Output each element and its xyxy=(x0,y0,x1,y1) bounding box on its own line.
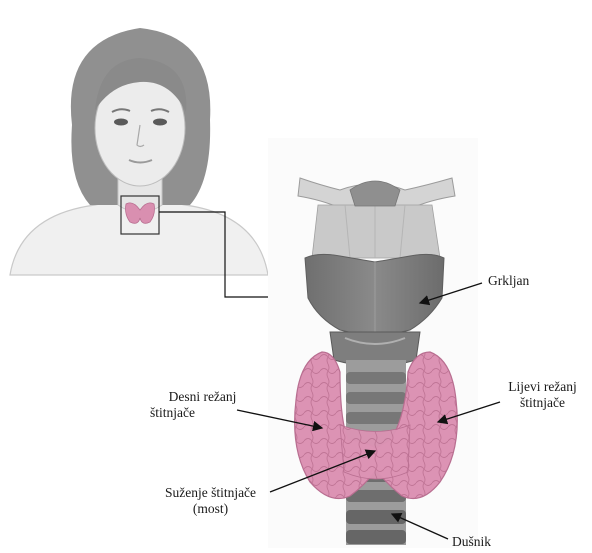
enlarged-view xyxy=(268,138,478,548)
label-right-lobe: Desni režanj štitnjače xyxy=(150,389,255,421)
label-left-lobe: Lijevi režanj štitnjače xyxy=(495,379,590,411)
right-eye xyxy=(153,119,167,126)
label-left-lobe-line2: štitnjače xyxy=(495,395,590,411)
label-right-lobe-line2: štitnjače xyxy=(150,405,255,421)
label-trachea: Dušnik xyxy=(452,534,491,550)
left-eye xyxy=(114,119,128,126)
label-larynx: Grkljan xyxy=(488,273,529,289)
label-isthmus: Suženje štitnjače (most) xyxy=(148,485,273,517)
label-isthmus-line2: (most) xyxy=(148,501,273,517)
woman-figure xyxy=(10,28,268,275)
label-left-lobe-line1: Lijevi režanj xyxy=(495,379,590,395)
thyroid-isthmus xyxy=(340,425,410,479)
label-isthmus-line1: Suženje štitnjače xyxy=(148,485,273,501)
label-right-lobe-line1: Desni režanj xyxy=(150,389,255,405)
